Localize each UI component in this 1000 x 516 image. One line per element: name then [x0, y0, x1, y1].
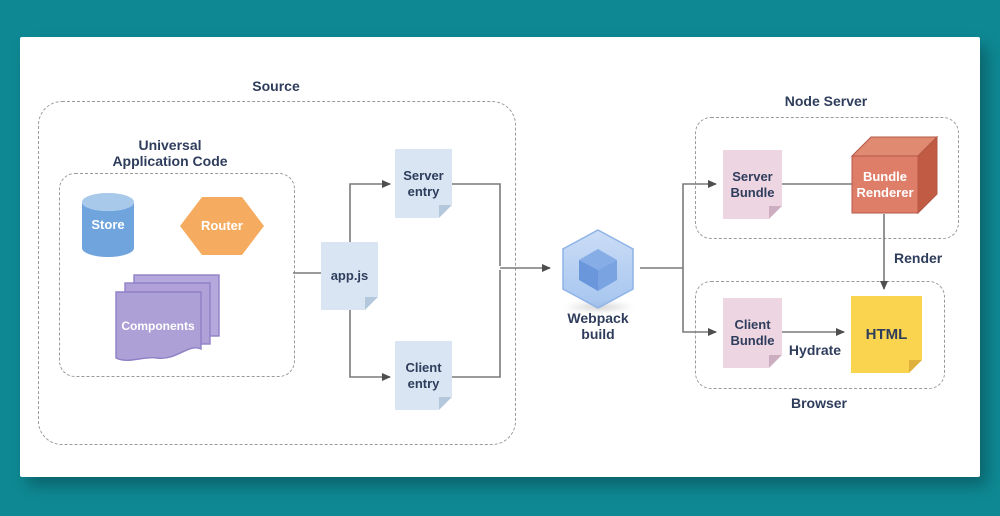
group-node-server-label: Node Server [784, 93, 868, 109]
group-browser-label: Browser [790, 395, 848, 411]
components-label: Components [121, 319, 195, 333]
edge-label-render: Render [894, 250, 943, 266]
group-uac-border [59, 173, 295, 377]
group-browser-border [695, 281, 945, 389]
client-entry-document: Client entry [395, 341, 452, 410]
webpack-cube-icon [562, 229, 634, 309]
components-stack-icon [115, 274, 220, 361]
store-cylinder-icon [82, 193, 134, 257]
client-bundle-document: Client Bundle [723, 298, 782, 368]
edge-server-entry-to-junction [452, 183, 501, 266]
bundle-renderer-label: Bundle Renderer [856, 168, 914, 200]
group-uac-label: Universal Application Code [112, 137, 228, 169]
edge-appjs-to-server-entry [349, 180, 391, 242]
store-label: Store [91, 217, 125, 232]
appjs-document: app.js [321, 242, 378, 310]
group-node-server-border [695, 117, 959, 239]
edge-branch-to-server-bundle [682, 180, 717, 268]
server-bundle-document: Server Bundle [723, 150, 782, 219]
server-entry-document: Server entry [395, 149, 452, 218]
html-document: HTML [851, 296, 922, 373]
group-source-label: Source [252, 78, 300, 94]
edge-appjs-to-client-entry [349, 310, 391, 381]
router-hexagon-icon [180, 197, 264, 255]
group-source-border [38, 101, 516, 445]
edge-client-entry-to-junction [452, 270, 501, 378]
router-label: Router [201, 218, 243, 233]
edge-branch-to-client-bundle [682, 268, 717, 336]
edge-label-hydrate: Hydrate [788, 342, 842, 358]
bundle-renderer-cube-icon [850, 135, 939, 215]
webpack-label: Webpack build [567, 310, 629, 342]
